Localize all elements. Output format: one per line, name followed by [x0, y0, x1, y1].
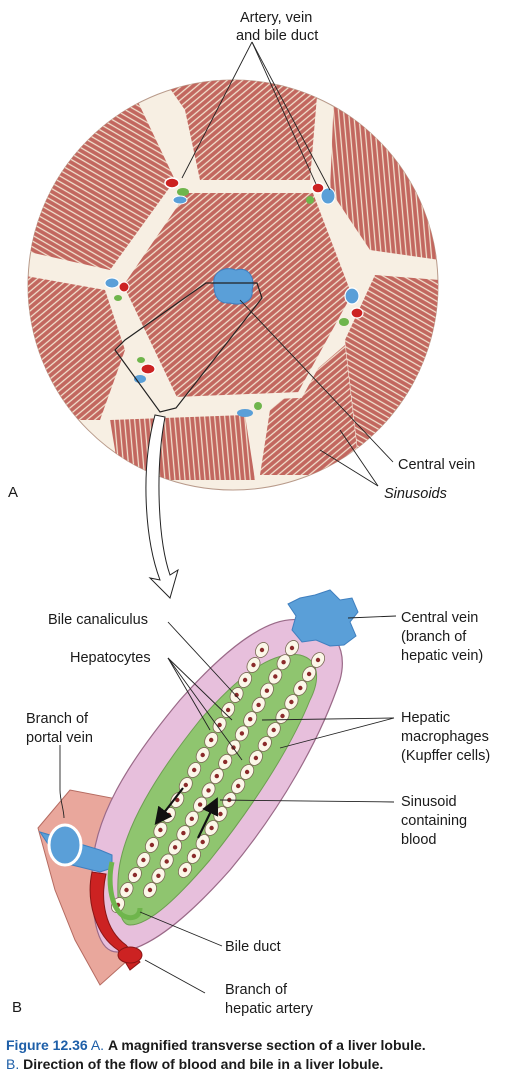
hepatocyte-nucleus — [166, 812, 171, 818]
portal-triad-lower-left — [134, 357, 156, 383]
hepatocyte-nucleus — [147, 887, 153, 893]
hepatocyte-nucleus — [281, 660, 286, 665]
hepatocyte-nucleus — [197, 802, 203, 807]
hepatocyte-nucleus — [262, 741, 267, 747]
central-vein-shape — [213, 268, 254, 305]
hepatic-artery-branch — [89, 871, 141, 971]
label-sinusoids: Sinusoids — [384, 486, 447, 502]
hepatocyte-nucleus — [280, 713, 285, 719]
portal-triad-upper-right — [306, 182, 336, 205]
label-hepatic-artery-line1: Branch of — [225, 982, 288, 998]
hepatocyte-nucleus — [259, 647, 265, 653]
label-artery-vein-bile-duct-line2: and bile duct — [236, 28, 318, 44]
label-central-vein-b-line2: (branch of — [401, 629, 467, 645]
panel-b-letter: B — [12, 999, 22, 1016]
hepatocyte-nucleus — [206, 788, 211, 793]
caption-line-1: Figure 12.36 A. A magnified transverse s… — [6, 1036, 512, 1055]
hepatocyte-cord-middle — [143, 640, 299, 898]
hepatocyte-nucleus — [149, 842, 155, 848]
hepatocyte-nucleus — [164, 859, 169, 864]
figure-number: Figure 12.36 — [6, 1037, 88, 1053]
hepatocyte-nucleus — [189, 816, 194, 821]
hepatocyte-nucleus — [298, 685, 303, 691]
magnification-arrow — [145, 414, 179, 599]
hepatocyte-nucleus — [156, 873, 161, 878]
label-central-vein-b-line1: Central vein — [401, 610, 478, 626]
hepatocyte-nucleus — [209, 825, 214, 831]
hepatocyte-nucleus — [218, 811, 223, 817]
label-sinusoid-line2: containing — [401, 813, 467, 829]
blood-flow-arrow-down — [154, 787, 184, 825]
hepatocyte-nucleus — [273, 674, 278, 679]
label-macrophages-line3: (Kupffer cells) — [401, 748, 490, 764]
hepatocyte-nucleus — [181, 830, 186, 836]
label-portal-vein-line1: Branch of — [26, 711, 89, 727]
hepatocyte-nucleus — [251, 662, 256, 668]
central-vein-b-shape — [287, 589, 359, 647]
hepatocyte-nucleus — [271, 727, 276, 733]
hepatocyte-nucleus — [253, 755, 259, 761]
hepatocyte-nucleus — [192, 767, 197, 773]
label-sinusoid-line3: blood — [401, 832, 436, 848]
label-macrophages-line2: macrophages — [401, 729, 489, 745]
bile-flow-arrow-up — [197, 797, 219, 839]
label-central-vein-a: Central vein — [398, 457, 475, 473]
caption-part-a-text: A magnified transverse section of a live… — [107, 1037, 426, 1053]
panel-a-letter: A — [8, 484, 18, 501]
panel-a-lobule-section: Artery, vein and bile duct Central vein … — [8, 10, 475, 502]
portal-triad-left — [104, 277, 130, 301]
caption-part-b-text: Direction of the flow of blood and bile … — [23, 1056, 384, 1072]
hepatocyte-nucleus — [236, 783, 241, 789]
portal-triad-upper-left — [164, 177, 189, 205]
label-central-vein-b-line3: hepatic vein) — [401, 648, 483, 664]
label-hepatocytes: Hepatocytes — [70, 650, 151, 666]
hepatocyte-nucleus — [248, 717, 253, 722]
caption-part-a-letter: A. — [90, 1037, 105, 1053]
label-bile-canaliculus: Bile canaliculus — [48, 612, 148, 628]
hepatocyte-nucleus — [200, 752, 205, 758]
magnified-sector-outline — [114, 282, 263, 413]
hepatocyte-nucleus — [191, 853, 197, 859]
label-portal-vein-line2: portal vein — [26, 730, 93, 746]
hepatocyte-nucleus — [225, 707, 231, 713]
hepatocyte-nucleus — [158, 827, 163, 833]
label-artery-vein-bile-duct-line1: Artery, vein — [240, 10, 312, 26]
hepatocyte-nucleus — [214, 773, 219, 779]
hepatocyte-nucleus — [217, 722, 222, 728]
hepatocyte-nucleus — [306, 671, 312, 677]
hepatocyte-nucleus — [124, 887, 129, 893]
hepatocyte-nucleus — [315, 657, 321, 663]
hepatocyte-nucleus — [242, 677, 248, 683]
hepatocyte-nucleus — [200, 839, 205, 845]
bile-duct-shape — [107, 861, 143, 921]
hepatocyte-nucleus — [289, 645, 295, 651]
hepatocyte-nucleus — [256, 702, 261, 708]
label-sinusoid-line1: Sinusoid — [401, 794, 457, 810]
hepatocyte-nucleus — [132, 872, 138, 878]
hepatocyte-nucleus — [234, 692, 239, 698]
caption-line-2: B. Direction of the flow of blood and bi… — [6, 1055, 512, 1074]
label-bile-duct: Bile duct — [225, 939, 281, 955]
portal-triad-right — [339, 287, 364, 326]
hepatocyte-nucleus — [175, 797, 180, 803]
hepatocyte-nucleus — [223, 759, 228, 765]
hepatocyte-nucleus — [264, 688, 270, 693]
portal-triad-bottom — [237, 402, 262, 417]
hepatocyte-nucleus — [289, 699, 294, 705]
hepatocyte-nucleus — [172, 845, 178, 850]
figure-caption: Figure 12.36 A. A magnified transverse s… — [6, 1036, 512, 1074]
hepatocyte-nucleus — [244, 769, 250, 775]
label-hepatic-artery-line2: hepatic artery — [225, 1001, 314, 1017]
hepatocyte-nucleus — [183, 782, 188, 788]
hepatocyte-nucleus — [182, 867, 188, 873]
hepatocyte-nucleus — [141, 857, 146, 863]
hepatocyte-nucleus — [239, 731, 245, 736]
panel-b-flow-diagram: Bile canaliculus Hepatocytes Branch of p… — [12, 589, 490, 1017]
label-macrophages-line1: Hepatic — [401, 710, 450, 726]
hepatocyte-nucleus — [209, 737, 214, 743]
caption-part-b-letter: B. — [6, 1056, 20, 1072]
